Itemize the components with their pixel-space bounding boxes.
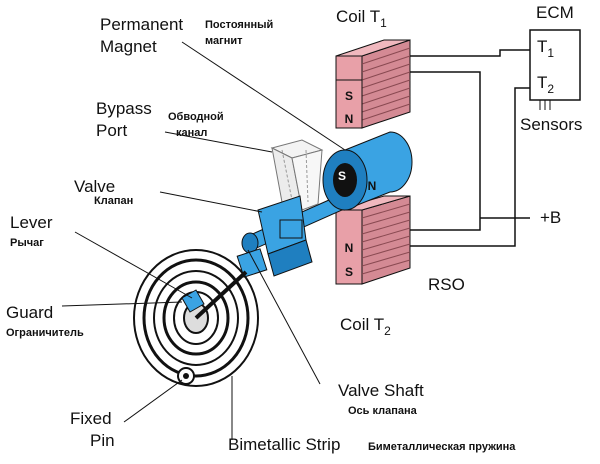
bypass-port-ru-2: канал: [176, 127, 207, 139]
rso-label: RSO: [428, 275, 465, 294]
bimetallic-strip: [133, 249, 259, 387]
bypass-port-ru-1: Обводной: [168, 111, 224, 123]
coil-t2: N S: [335, 195, 411, 285]
plus-b-label: +B: [540, 208, 561, 227]
wiring: [410, 49, 530, 247]
valve-shaft-ru: Ось клапана: [348, 405, 418, 417]
fixed-pin-label-1: Fixed: [70, 409, 112, 428]
bypass-port: [270, 139, 324, 211]
guard-label: Guard: [6, 303, 53, 322]
coil-t1: S N: [335, 39, 411, 129]
valve-shaft-label: Valve Shaft: [338, 381, 424, 400]
permanent-magnet-label-1: Permanent: [100, 15, 183, 34]
bimetallic-strip-label: Bimetallic Strip: [228, 435, 340, 454]
coil-t2-label: Coil T2: [340, 315, 391, 338]
ecm-label: ECM: [536, 3, 574, 22]
valve-label: Valve: [74, 177, 115, 196]
lower-core-pole-top: N: [345, 241, 354, 255]
sensors-label: Sensors: [520, 115, 582, 134]
lower-core-pole-bottom: S: [345, 265, 353, 279]
fixed-pin-label-2: Pin: [90, 431, 115, 450]
guard-ru: Ограничитель: [6, 327, 84, 339]
magnet-pole-left: S: [338, 169, 346, 183]
ecm-t1-label: T1: [537, 37, 554, 60]
permanent-magnet-label-2: Magnet: [100, 37, 157, 56]
coil-t1-label: Coil T1: [336, 7, 387, 30]
ecm-box: [529, 29, 581, 110]
ecm-t2-label: T2: [537, 73, 554, 96]
upper-core-pole-bottom: N: [345, 112, 354, 126]
bypass-port-label-2: Port: [96, 121, 127, 140]
bimetallic-strip-ru: Биметаллическая пружина: [368, 441, 516, 453]
magnet-pole-right: N: [368, 179, 377, 193]
permanent-magnet-ru-2: магнит: [205, 35, 243, 47]
permanent-magnet-ru-1: Постоянный: [205, 19, 273, 31]
upper-core-pole-top: S: [345, 89, 353, 103]
leader-lines: [61, 41, 346, 440]
permanent-magnet: S N: [322, 131, 413, 211]
lever-label: Lever: [10, 213, 53, 232]
valve: [236, 195, 313, 278]
valve-ru: Клапан: [94, 195, 133, 207]
lever-ru: Рычаг: [10, 237, 44, 249]
bypass-port-label-1: Bypass: [96, 99, 152, 118]
